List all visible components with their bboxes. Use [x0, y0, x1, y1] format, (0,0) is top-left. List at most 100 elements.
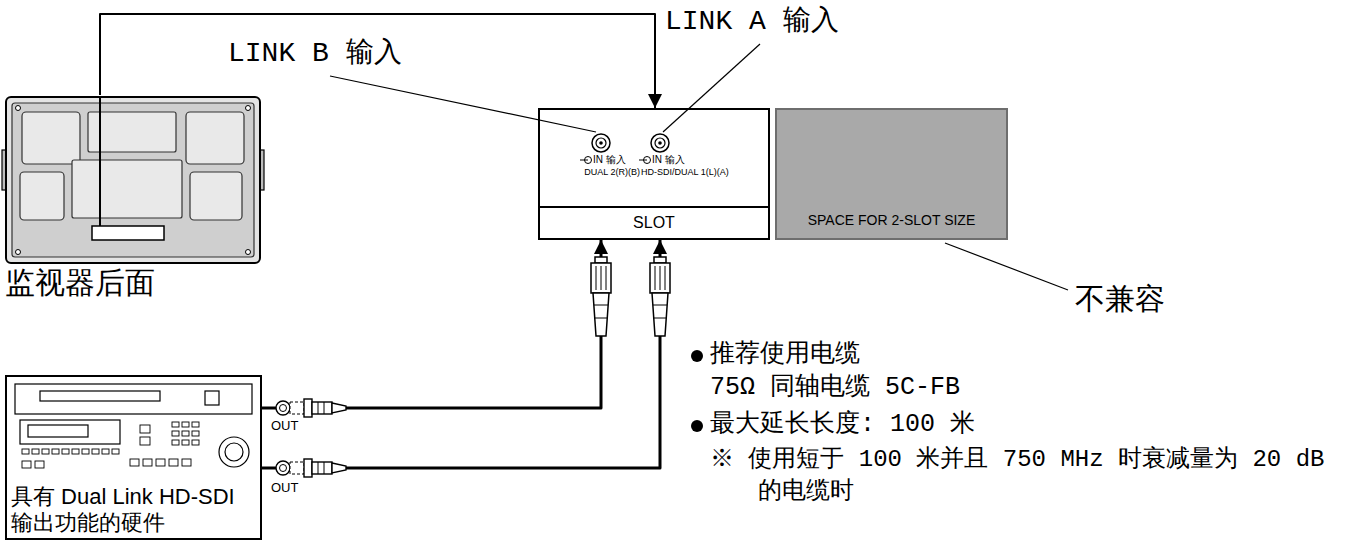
monitor-illustration — [246, 106, 251, 111]
output-jack — [332, 403, 346, 413]
bnc-plug — [591, 257, 611, 336]
spec-note: 75Ω 同轴电缆 5C-FB — [710, 373, 960, 403]
vtr-illustration — [22, 461, 31, 468]
vtr-illustration — [15, 384, 252, 414]
output-jack — [324, 402, 325, 414]
slot-label: SLOT — [540, 206, 768, 238]
vtr-illustration — [172, 431, 179, 436]
bnc-plug — [654, 318, 666, 319]
bnc-jack — [596, 138, 606, 148]
monitor-illustration — [16, 106, 251, 255]
spec-note: 推荐使用电缆 — [710, 340, 860, 370]
vtr-illustration — [192, 431, 199, 436]
vtr-illustration — [15, 384, 252, 468]
vtr-illustration — [22, 449, 29, 454]
output-jack — [276, 459, 346, 477]
port-label: IN 输入 — [652, 155, 685, 165]
output-jack — [290, 402, 304, 414]
monitor-illustration — [12, 103, 254, 257]
monitor-illustration — [72, 160, 182, 218]
vtr-illustration — [22, 422, 199, 468]
monitor-illustration — [20, 172, 64, 220]
output-jack — [332, 463, 346, 473]
vtr-illustration — [130, 459, 139, 466]
device-label: 具有 Dual Link HD-SDI 输出功能的硬件 — [11, 484, 256, 535]
vtr-illustration — [42, 449, 49, 454]
port-name: DUAL 2(R)(B) — [584, 168, 640, 177]
bnc-jack — [655, 138, 665, 148]
leader-line — [663, 44, 760, 132]
vtr-illustration — [192, 422, 199, 427]
monitor-illustration — [99, 97, 101, 226]
vtr-illustration — [140, 425, 150, 433]
coax-cable — [262, 240, 660, 468]
monitor-illustration — [88, 112, 176, 152]
leader-line — [330, 44, 1068, 290]
vtr-illustration — [20, 420, 120, 444]
vtr-illustration — [28, 425, 88, 437]
output-jack — [318, 402, 319, 414]
monitor-illustration — [2, 97, 264, 263]
bullet — [691, 350, 703, 362]
vtr-illustration — [72, 449, 79, 454]
bnc-plug — [650, 263, 670, 293]
monitor-illustration — [246, 250, 251, 255]
bnc-jack — [658, 141, 662, 145]
vtr-illustration — [82, 449, 89, 454]
output-jack — [276, 399, 346, 477]
spec-note: 最大延长长度: 100 米 — [710, 410, 975, 440]
output-jack — [276, 461, 290, 475]
monitor-illustration — [6, 97, 260, 263]
monitor-illustration — [20, 112, 244, 220]
bullet — [691, 350, 703, 432]
vtr-illustration — [225, 443, 243, 461]
bnc-plug — [594, 305, 608, 306]
bnc-plug — [655, 266, 656, 290]
vtr-illustration — [182, 459, 191, 466]
vtr-illustration — [169, 459, 178, 466]
port-name: HD-SDI/DUAL 1(L)(A) — [641, 168, 729, 177]
bnc-jack — [599, 141, 603, 145]
output-jack — [276, 399, 346, 417]
vtr-illustration — [92, 449, 99, 454]
bnc-plug — [665, 266, 666, 290]
monitor-illustration — [190, 172, 242, 220]
vtr-illustration — [172, 422, 179, 427]
vtr-illustration — [102, 449, 109, 454]
bnc-plug — [654, 257, 666, 263]
monitor-rear: 监视器后面 — [5, 95, 262, 265]
output-jack — [312, 402, 332, 414]
bnc-jack — [592, 134, 610, 152]
vtr-illustration — [192, 440, 199, 445]
monitor-illustration — [186, 112, 244, 164]
leader-line — [330, 76, 596, 132]
bnc-plug — [652, 293, 668, 336]
source-device: 具有 Dual Link HD-SDI 输出功能的硬件 — [5, 375, 262, 540]
output-jack — [318, 462, 319, 474]
bnc-jack — [651, 134, 669, 152]
output-jack — [304, 399, 312, 417]
link-label: LINK B 输入 — [228, 38, 402, 70]
bnc-plug — [591, 257, 670, 336]
bullet — [691, 420, 703, 432]
output-jack — [290, 462, 304, 474]
bnc-plug — [595, 257, 607, 263]
vtr-illustration — [35, 461, 44, 468]
vtr-illustration — [182, 440, 189, 445]
vtr-illustration — [172, 440, 179, 445]
bnc-plug — [660, 266, 661, 290]
output-jack — [280, 465, 287, 472]
monitor-illustration — [92, 226, 164, 240]
vtr-illustration — [182, 431, 189, 436]
unused-slot-space: SPACE FOR 2-SLOT SIZE — [775, 108, 1008, 240]
monitor-caption: 监视器后面 — [5, 269, 155, 302]
port-label: OUT — [271, 481, 298, 494]
bnc-plug — [601, 266, 602, 290]
bnc-jack — [592, 134, 669, 152]
leader-line — [945, 243, 1068, 290]
bnc-plug — [593, 293, 609, 336]
vtr-illustration — [62, 449, 69, 454]
vtr-illustration — [52, 449, 59, 454]
